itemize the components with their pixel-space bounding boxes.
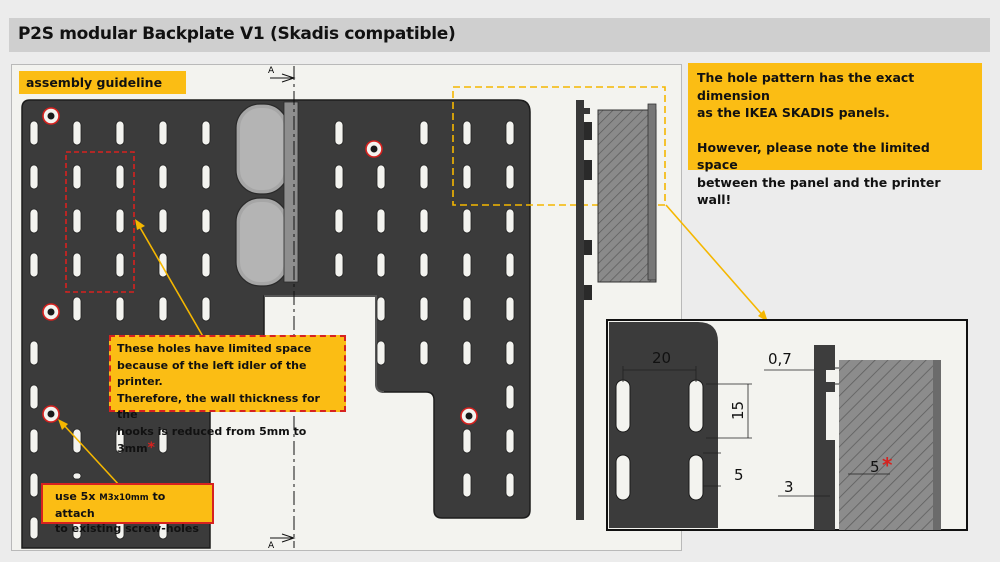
slot-column-8 (419, 120, 429, 366)
title-bar: P2S modular Backplate V1 (Skadis compati… (9, 18, 990, 52)
profile-detail-frame (452, 86, 666, 206)
slot-column-9 (462, 120, 472, 498)
page-title: P2S modular Backplate V1 (Skadis compati… (18, 24, 456, 44)
dim-20: 20 (652, 349, 671, 367)
screw-note-line-2: to existing screw-holes (55, 522, 199, 535)
backplate (21, 99, 531, 549)
section-label-bottom: A (268, 541, 275, 551)
dim-5-slot: 5 (734, 466, 744, 484)
screw-note-suffix: to attach (55, 490, 166, 520)
dim-0-7: 0,7 (768, 350, 792, 368)
leader-lines (58, 204, 768, 487)
info-line-2: as the IKEA SKADIS panels. (697, 105, 890, 120)
screw-note-size: M3x10mm (99, 493, 149, 503)
idler-shells (235, 101, 299, 287)
screw-note-prefix: use 5x (55, 490, 100, 503)
dim-3: 3 (784, 478, 794, 496)
slot-column-5 (201, 120, 211, 322)
note-holes-line-3: Therefore, the wall thickness for the (117, 391, 320, 422)
slot-column-10 (505, 120, 515, 498)
section-label-top: A (268, 66, 275, 76)
dim-asterisk: * (882, 453, 893, 477)
info-box: The hole pattern has the exact dimension… (688, 63, 982, 207)
note-holes-line-1: These holes have limited space (117, 342, 312, 355)
dim-5-wall: 5 (870, 458, 880, 476)
slot-grid (29, 120, 515, 540)
detail-panel (606, 319, 968, 531)
limited-holes-frame (65, 151, 135, 293)
side-profile (576, 100, 657, 520)
slot-column-6 (334, 120, 344, 278)
slot-column-1 (29, 120, 39, 540)
assembly-guideline-label: assembly guideline (19, 71, 186, 94)
note-holes-line-4: hooks is reduced from 5mm to 3mm (117, 424, 307, 456)
info-line-3: However, please note the limited space (697, 139, 930, 173)
note-holes-asterisk: * (147, 440, 155, 456)
limited-space-note: These holes have limited space because o… (109, 335, 346, 456)
dim-15: 15 (729, 401, 747, 420)
section-line-a (270, 66, 296, 548)
info-line-1: The hole pattern has the exact dimension (697, 70, 915, 103)
slot-column-7 (376, 164, 386, 366)
note-holes-line-2: because of the left idler of the printer… (117, 358, 307, 389)
screw-note: use 5x M3x10mm to attach to existing scr… (41, 483, 214, 535)
info-line-4: between the panel and the printer wall! (697, 174, 941, 208)
